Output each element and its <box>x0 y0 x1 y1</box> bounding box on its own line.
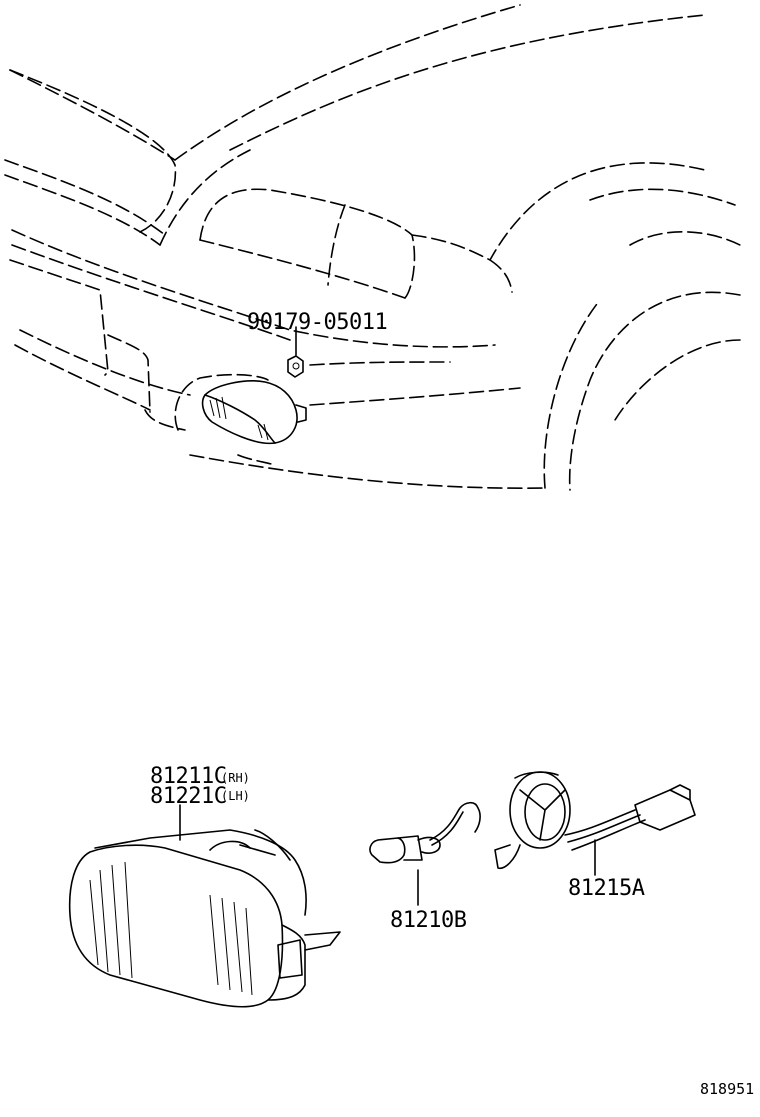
socket-wire <box>494 771 696 876</box>
bulb <box>369 801 481 906</box>
side-marker-lh: (LH) <box>221 789 250 803</box>
part-number-bulb: 81210B <box>390 908 467 933</box>
part-number-socket: 81215A <box>568 876 645 901</box>
vehicle-body-outline <box>4 4 741 491</box>
figure-code: 818951 <box>700 1080 755 1098</box>
part-number-lens-rh: 81211C <box>150 764 227 789</box>
fog-lamp-installed <box>201 326 307 445</box>
fog-lamp-lens <box>68 804 341 1008</box>
part-number-nut: 90179-05011 <box>247 310 388 335</box>
side-marker-rh: (RH) <box>221 771 250 785</box>
part-number-lens-lh: 81221C <box>150 784 227 809</box>
